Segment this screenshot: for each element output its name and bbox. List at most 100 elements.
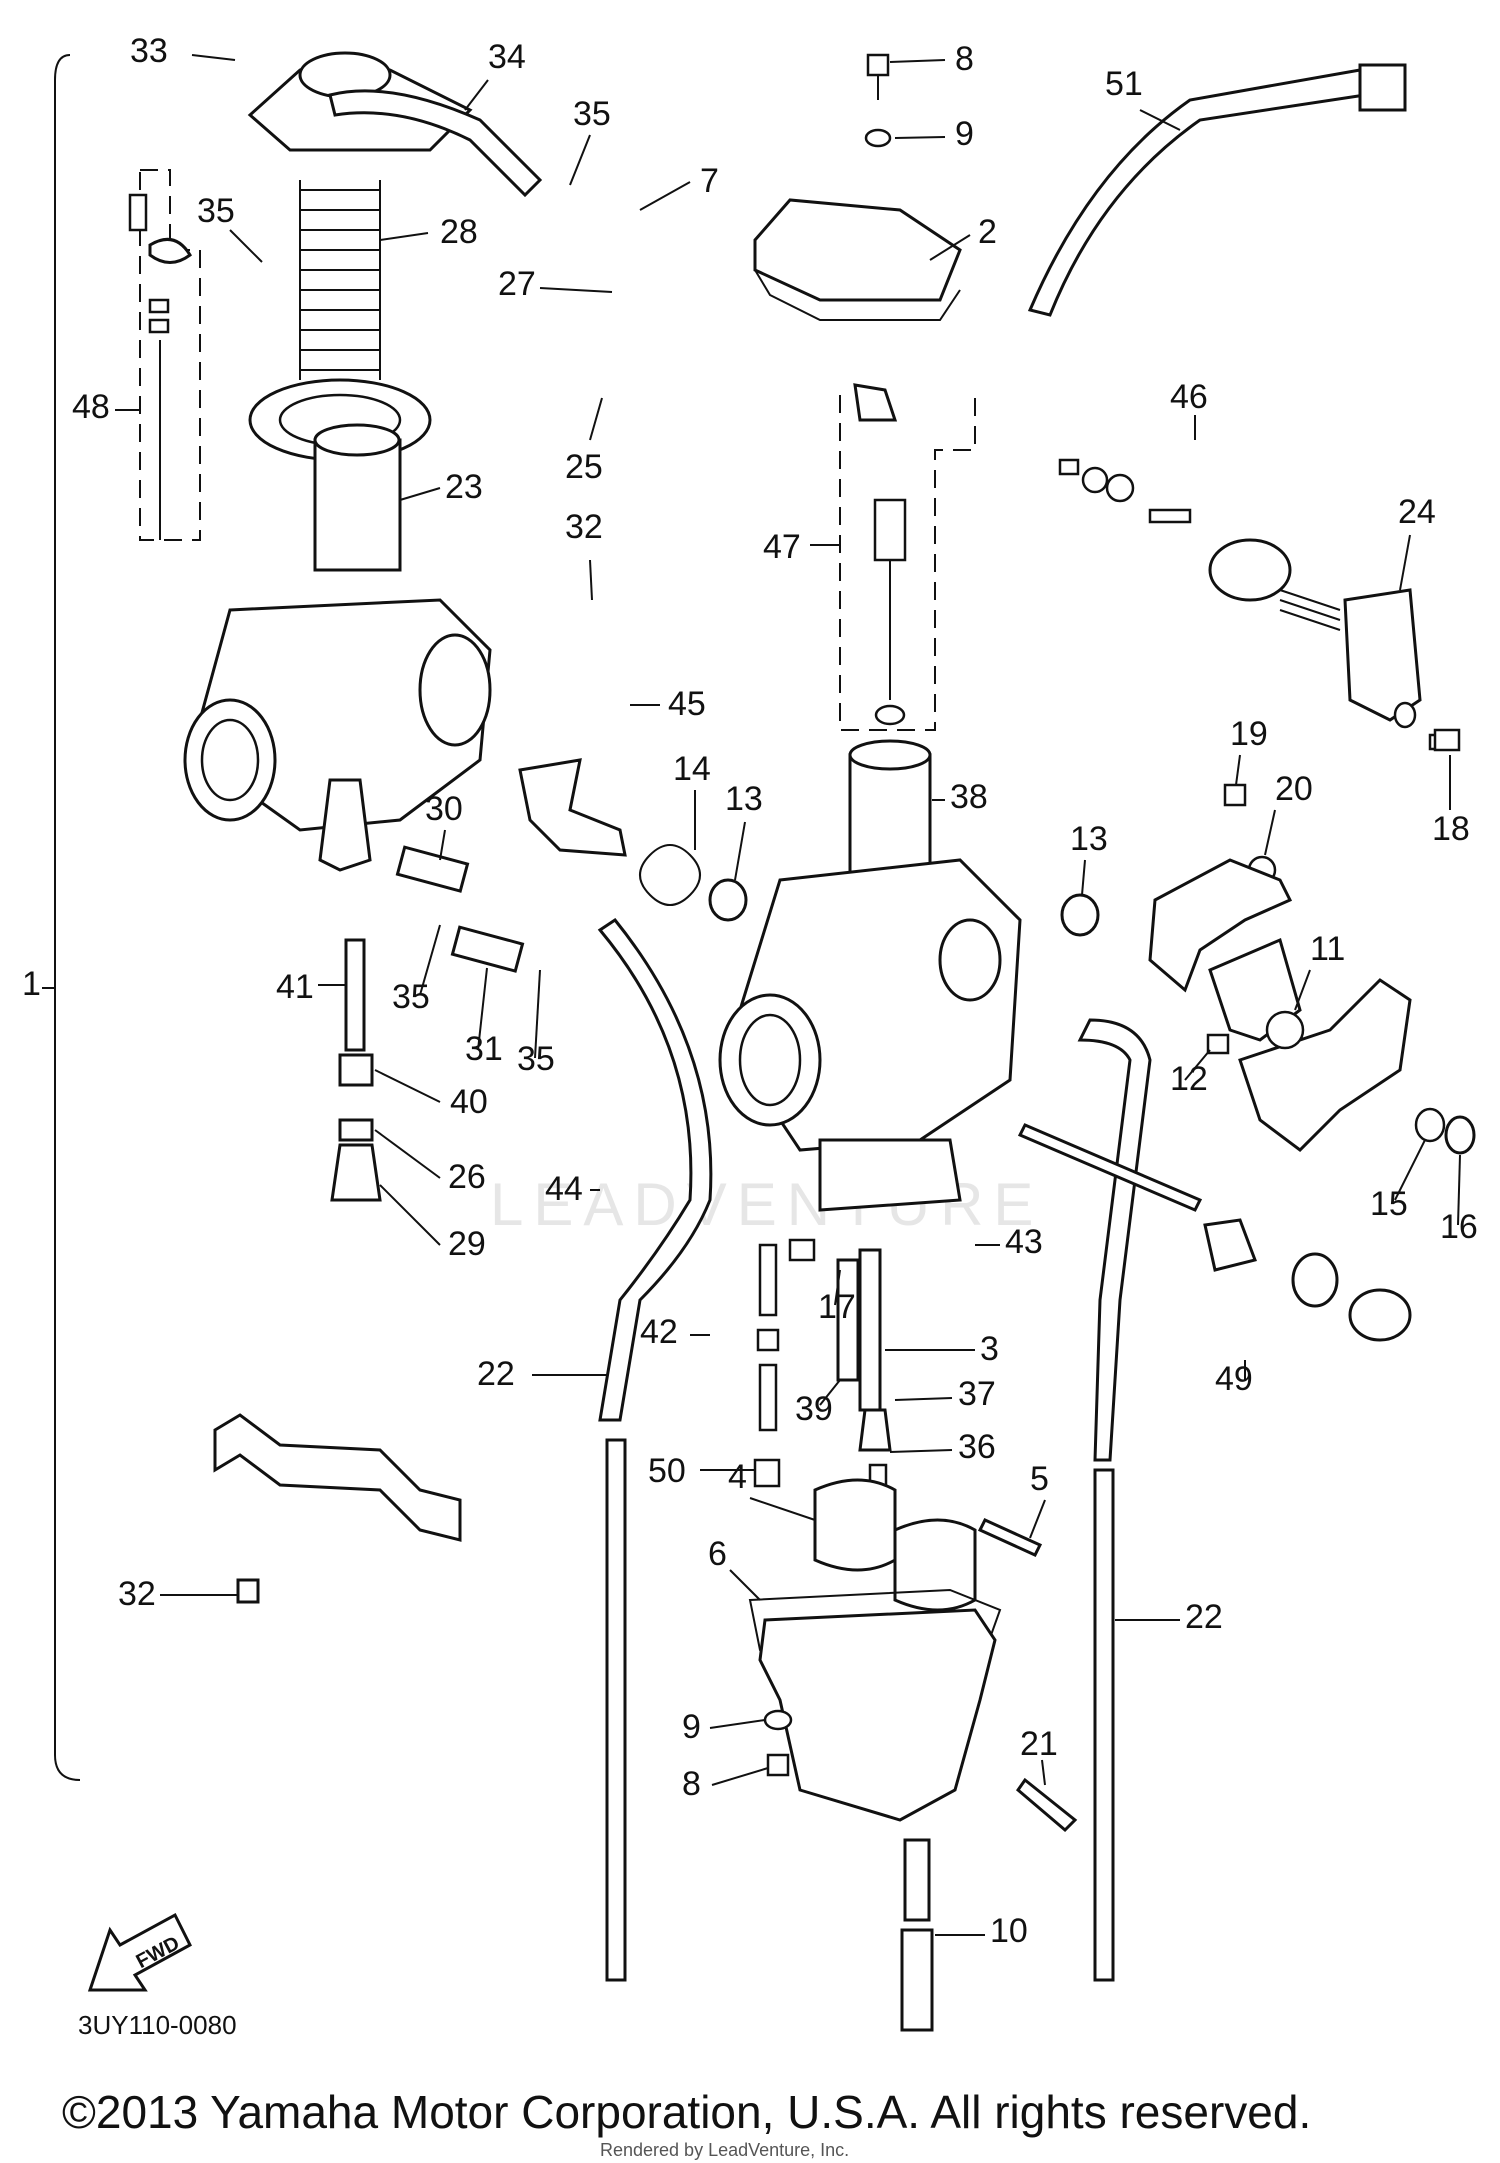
leader-line-c8a — [889, 59, 946, 63]
callout-c16: 16 — [1440, 1208, 1478, 1246]
leader-line-c15 — [1394, 1139, 1426, 1201]
callout-c9a: 9 — [955, 115, 974, 153]
leader-line-c12 — [1184, 1049, 1211, 1081]
callout-c47: 47 — [763, 528, 801, 566]
callout-c37: 37 — [958, 1375, 996, 1413]
callout-c48: 48 — [72, 388, 110, 426]
callout-c49: 49 — [1215, 1360, 1253, 1398]
callout-c19: 19 — [1230, 715, 1268, 753]
leader-line-c35a — [569, 134, 591, 186]
leader-line-c9b — [709, 1719, 766, 1729]
leader-line-c11 — [1294, 969, 1311, 1011]
right-parts-group — [1017, 63, 1476, 1342]
leader-line-c24 — [1399, 534, 1411, 591]
callout-c8a: 8 — [955, 40, 974, 78]
callout-c18: 18 — [1432, 810, 1470, 848]
callout-c46: 46 — [1170, 378, 1208, 416]
callout-c32a: 32 — [565, 508, 603, 546]
leader-line-c23 — [399, 487, 441, 501]
leader-line-c36 — [889, 1449, 953, 1453]
leader-line-c29 — [379, 1184, 441, 1246]
leader-line-c13b — [1081, 859, 1086, 896]
leader-line-c5 — [1029, 1499, 1046, 1539]
callout-c12: 12 — [1170, 1060, 1208, 1098]
leader-line-c25 — [589, 397, 603, 441]
rendered-by-note: Rendered by LeadVenture, Inc. — [600, 2140, 850, 2160]
leader-line-c51 — [1139, 109, 1181, 131]
leader-line-c26 — [374, 1129, 441, 1179]
callout-c17: 17 — [818, 1288, 856, 1326]
leader-line-c40 — [374, 1069, 441, 1103]
callout-c40: 40 — [450, 1083, 488, 1121]
callout-c20: 20 — [1275, 770, 1313, 808]
callout-leaders — [42, 54, 1461, 1936]
callout-c11: 11 — [1310, 930, 1345, 968]
callout-c9b: 9 — [682, 1708, 701, 1746]
callout-c32b: 32 — [118, 1575, 156, 1613]
leader-line-c28 — [379, 232, 429, 241]
callout-c43: 43 — [1005, 1223, 1043, 1261]
callout-c29: 29 — [448, 1225, 486, 1263]
callout-c44: 44 — [545, 1170, 583, 1208]
callout-c35b: 35 — [197, 192, 235, 230]
left-carburetor-group — [128, 51, 543, 1604]
callout-c7: 7 — [700, 162, 719, 200]
leader-line-c20 — [1264, 809, 1276, 856]
callout-c24: 24 — [1398, 493, 1436, 531]
leader-line-c2 — [929, 234, 971, 261]
callout-c13b: 13 — [1070, 820, 1108, 858]
callout-c38: 38 — [950, 778, 988, 816]
callout-c14: 14 — [673, 750, 711, 788]
callout-c21: 21 — [1020, 1725, 1058, 1763]
callout-c41: 41 — [276, 968, 314, 1006]
leader-line-c35d — [534, 969, 541, 1059]
callout-c35a: 35 — [573, 95, 611, 133]
leader-line-c33 — [191, 54, 236, 61]
leader-line-c16 — [1457, 1154, 1461, 1226]
callout-c42: 42 — [640, 1313, 678, 1351]
callout-c28: 28 — [440, 213, 478, 251]
leader-line-c7 — [639, 181, 691, 211]
callout-c34: 34 — [488, 38, 526, 76]
callout-c15: 15 — [1370, 1185, 1408, 1223]
leader-line-c17 — [834, 1269, 841, 1306]
callout-c39: 39 — [795, 1390, 833, 1428]
leader-line-c4 — [749, 1497, 816, 1521]
callout-c50: 50 — [648, 1452, 686, 1490]
callout-c13a: 13 — [725, 780, 763, 818]
leader-line-c35b — [229, 229, 263, 263]
callout-c36: 36 — [958, 1428, 996, 1466]
callout-c35d: 35 — [517, 1040, 555, 1078]
callout-c22a: 22 — [477, 1355, 515, 1393]
callout-c4: 4 — [728, 1458, 747, 1496]
callout-c51: 51 — [1105, 65, 1143, 103]
leader-line-c19 — [1235, 754, 1241, 786]
callout-c35c: 35 — [392, 978, 430, 1016]
leader-line-c8b — [711, 1767, 769, 1786]
leader-line-c9a — [894, 136, 946, 139]
callout-c45: 45 — [668, 685, 706, 723]
leader-line-c6 — [729, 1569, 761, 1601]
callout-c8b: 8 — [682, 1765, 701, 1803]
callout-c1: 1 — [22, 965, 41, 1003]
callout-c26: 26 — [448, 1158, 486, 1196]
callout-c2: 2 — [978, 213, 997, 251]
callout-c3: 3 — [980, 1330, 999, 1368]
callout-c27: 27 — [498, 265, 536, 303]
leader-line-c37 — [894, 1397, 953, 1401]
leader-line-c30 — [439, 829, 446, 861]
callout-c22b: 22 — [1185, 1598, 1223, 1636]
copyright-notice: ©2013 Yamaha Motor Corporation, U.S.A. A… — [62, 2086, 1312, 2138]
callout-c5: 5 — [1030, 1460, 1049, 1498]
callout-c10: 10 — [990, 1912, 1028, 1950]
callout-c6: 6 — [708, 1535, 727, 1573]
leader-line-c31 — [477, 967, 488, 1051]
callout-c23: 23 — [445, 468, 483, 506]
callout-c25: 25 — [565, 448, 603, 486]
leader-line-c35c — [419, 924, 441, 996]
diagram-code: 3UY110-0080 — [78, 2010, 237, 2040]
leader-line-c34 — [464, 79, 489, 111]
leader-line-c27 — [539, 287, 613, 293]
